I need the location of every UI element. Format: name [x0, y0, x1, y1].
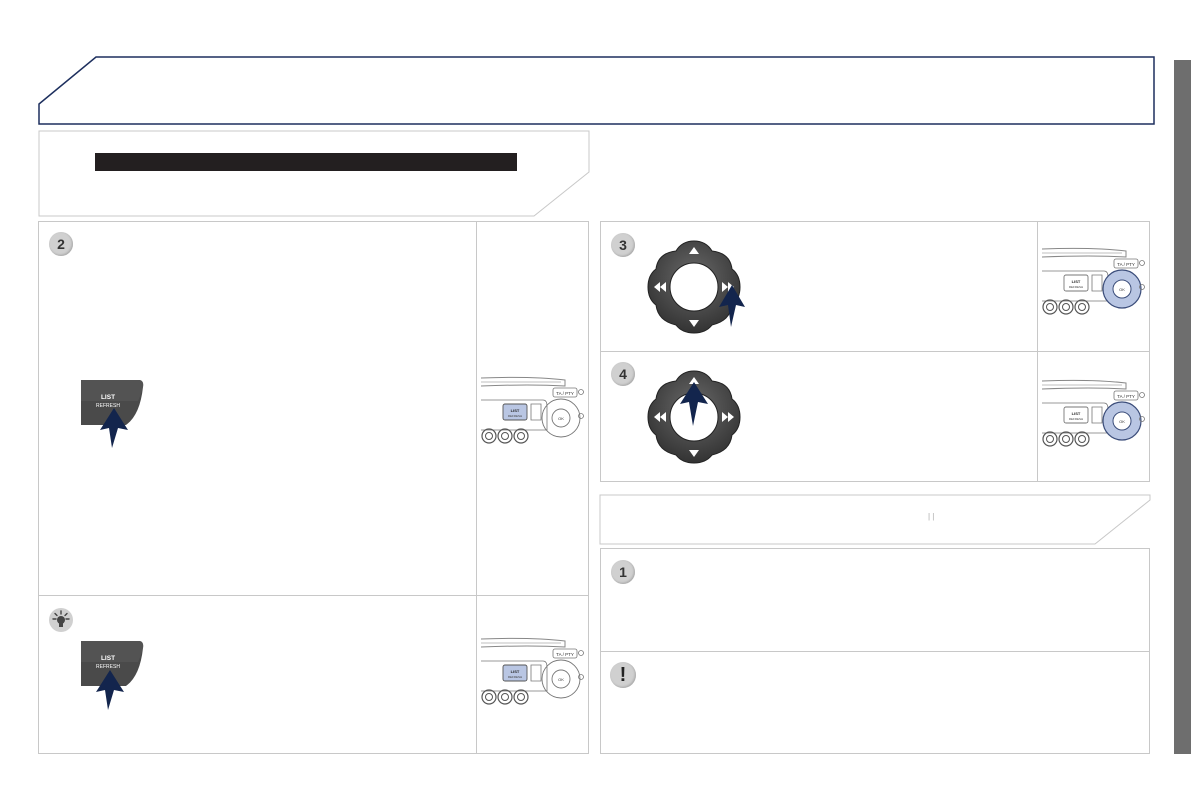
up-arrow-icon: [680, 382, 708, 426]
warning-symbol: !: [619, 664, 627, 686]
list-refresh-key[interactable]: LIST REFRESH: [78, 638, 148, 710]
redacted-title-bar: [95, 153, 517, 171]
radio-unit-thumbnail: TA / PTY LIST REFRESH OK: [481, 637, 584, 705]
warning-icon: !: [610, 662, 636, 688]
lamp-icon: [49, 608, 73, 632]
left-panel-column-divider: [476, 221, 477, 754]
list-refresh-key[interactable]: LIST REFRESH: [78, 377, 148, 449]
list-key-sublabel: REFRESH: [96, 403, 120, 409]
step-4-badge: 4: [611, 362, 635, 386]
radio-unit-thumbnail: TA / PTY LIST REFRESH OK: [1042, 379, 1145, 447]
up-arrow-icon: [100, 408, 128, 448]
side-tab: [1174, 60, 1191, 754]
up-arrow-icon: [719, 285, 745, 327]
right-section-banner: [599, 494, 1151, 545]
list-key-label: LIST: [101, 655, 115, 662]
ta-pty-label: TA / PTY: [1117, 262, 1135, 267]
banner-mark: | |: [928, 512, 935, 521]
radio-list-label: LIST: [511, 669, 520, 674]
radio-list-label: LIST: [511, 408, 520, 413]
radio-list-sublabel: REFRESH: [1069, 417, 1083, 421]
ta-pty-label: TA / PTY: [1117, 394, 1135, 399]
radio-list-label: LIST: [1072, 411, 1081, 416]
header-banner: [38, 56, 1155, 125]
radio-ok-label: OK: [1119, 287, 1125, 292]
step-3-badge: 3: [611, 233, 635, 257]
radio-list-sublabel: REFRESH: [508, 675, 522, 679]
radio-unit-thumbnail: TA / PTY LIST REFRESH OK: [481, 376, 584, 444]
section-title-box: [38, 130, 590, 217]
right-panel-row-divider: [600, 351, 1150, 352]
navigation-ring-icon[interactable]: [646, 239, 742, 335]
step-2-badge: 2: [49, 232, 73, 256]
radio-ok-label: OK: [1119, 419, 1125, 424]
radio-ok-label: OK: [558, 677, 564, 682]
radio-list-label: LIST: [1072, 279, 1081, 284]
step-1-badge: 1: [611, 560, 635, 584]
radio-unit-thumbnail: TA / PTY LIST REFRESH OK: [1042, 247, 1145, 315]
list-key-label: LIST: [101, 394, 115, 401]
radio-list-sublabel: REFRESH: [1069, 285, 1083, 289]
list-key-sublabel: REFRESH: [96, 664, 120, 670]
left-panel-row-divider: [38, 595, 589, 596]
right-info-row-divider: [600, 651, 1150, 652]
ta-pty-label: TA / PTY: [556, 652, 574, 657]
up-arrow-icon: [96, 670, 124, 710]
ta-pty-label: TA / PTY: [556, 391, 574, 396]
radio-list-sublabel: REFRESH: [508, 414, 522, 418]
radio-ok-label: OK: [558, 416, 564, 421]
